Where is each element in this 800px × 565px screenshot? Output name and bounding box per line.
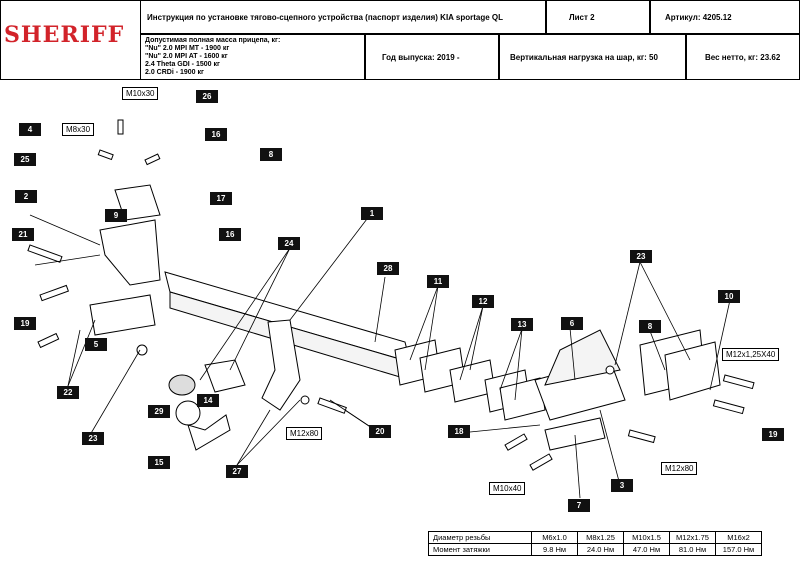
mass-line: "Nu" 2.0 MPI MT - 1900 кг	[145, 45, 230, 52]
mass-title: Допустимая полная масса прицепа, кг:	[145, 37, 281, 44]
callout-8: 8	[639, 320, 661, 333]
dimension-label: M12x1,25X40	[722, 348, 780, 361]
callout-10: 10	[718, 290, 740, 303]
mass-line: "Nu" 2.0 MPI AT - 1600 кг	[145, 53, 228, 60]
table-cell: 47.0 Нм	[623, 543, 670, 556]
callout-27: 27	[226, 465, 248, 478]
callout-20: 20	[369, 425, 391, 438]
thread-size-row: Диаметр резьбы M6x1.0 M8x1.25 M10x1.5 M1…	[428, 531, 762, 544]
callout-19: 19	[762, 428, 784, 441]
callout-15: 15	[148, 456, 170, 469]
callout-9: 9	[105, 209, 127, 222]
callout-7: 7	[568, 499, 590, 512]
callout-16: 16	[219, 228, 241, 241]
callout-2: 2	[15, 190, 37, 203]
callout-22: 22	[57, 386, 79, 399]
torque-table: Диаметр резьбы M6x1.0 M8x1.25 M10x1.5 M1…	[428, 531, 762, 556]
dimension-label: M10x30	[122, 87, 159, 100]
net-weight: Вес нетто, кг: 23.62	[686, 34, 800, 80]
table-cell: M6x1.0	[531, 531, 578, 544]
exploded-view-drawing	[27, 119, 755, 499]
callout-19: 19	[14, 317, 36, 330]
sheet-number: Лист 2	[546, 0, 650, 34]
article-number: Артикул: 4205.12	[650, 0, 800, 34]
table-cell: M8x1.25	[577, 531, 624, 544]
torque-row: Момент затяжки 9.8 Нм 24.0 Нм 47.0 Нм 81…	[428, 543, 762, 556]
callout-18: 18	[448, 425, 470, 438]
table-cell: 9.8 Нм	[531, 543, 578, 556]
mass-line: 2.4 Theta GDI - 1500 кг	[145, 61, 220, 68]
table-cell: M16x2	[715, 531, 762, 544]
trailer-mass-block: Допустимая полная масса прицепа, кг: "Nu…	[140, 34, 365, 80]
dimension-label: M12x80	[286, 427, 323, 440]
table-cell: M10x1.5	[623, 531, 670, 544]
table-cell: M12x1.75	[669, 531, 716, 544]
callout-5: 5	[85, 338, 107, 351]
ball-shank	[187, 414, 231, 451]
right-bracket-top	[544, 329, 621, 386]
dimension-label: M12x80	[661, 462, 698, 475]
row-header: Момент затяжки	[428, 543, 532, 556]
left-side-plate	[89, 294, 156, 336]
callout-17: 17	[210, 192, 232, 205]
table-cell: 24.0 Нм	[577, 543, 624, 556]
callout-23: 23	[630, 250, 652, 263]
left-bracket	[99, 219, 161, 286]
callout-24: 24	[278, 237, 300, 250]
document-title: Инструкция по установке тягово-сцепного …	[140, 0, 546, 34]
callout-21: 21	[12, 228, 34, 241]
callout-16: 16	[205, 128, 227, 141]
spacer-plate	[499, 377, 546, 421]
brand-logo: SHERIFF	[4, 22, 125, 48]
ball-cover	[168, 374, 196, 396]
socket-holder	[204, 359, 246, 393]
callout-28: 28	[377, 262, 399, 275]
callout-12: 12	[472, 295, 494, 308]
callout-23: 23	[82, 432, 104, 445]
callout-13: 13	[511, 318, 533, 331]
lower-plate	[544, 417, 606, 451]
callout-29: 29	[148, 405, 170, 418]
production-year: Год выпуска: 2019 -	[365, 34, 499, 80]
mass-line: 2.0 CRDi - 1900 кг	[145, 69, 204, 76]
dimension-label: M8x30	[62, 123, 95, 136]
right-plate-rear	[664, 341, 721, 401]
table-cell: 81.0 Нм	[669, 543, 716, 556]
callout-3: 3	[611, 479, 633, 492]
table-cell: 157.0 Нм	[715, 543, 762, 556]
callout-14: 14	[197, 394, 219, 407]
callout-1: 1	[361, 207, 383, 220]
row-header: Диаметр резьбы	[428, 531, 532, 544]
callout-8: 8	[260, 148, 282, 161]
callout-26: 26	[196, 90, 218, 103]
callout-25: 25	[14, 153, 36, 166]
callout-6: 6	[561, 317, 583, 330]
vertical-load: Вертикальная нагрузка на шар, кг: 50	[499, 34, 686, 80]
dimension-label: M10x40	[489, 482, 526, 495]
callout-11: 11	[427, 275, 449, 288]
callout-4: 4	[19, 123, 41, 136]
